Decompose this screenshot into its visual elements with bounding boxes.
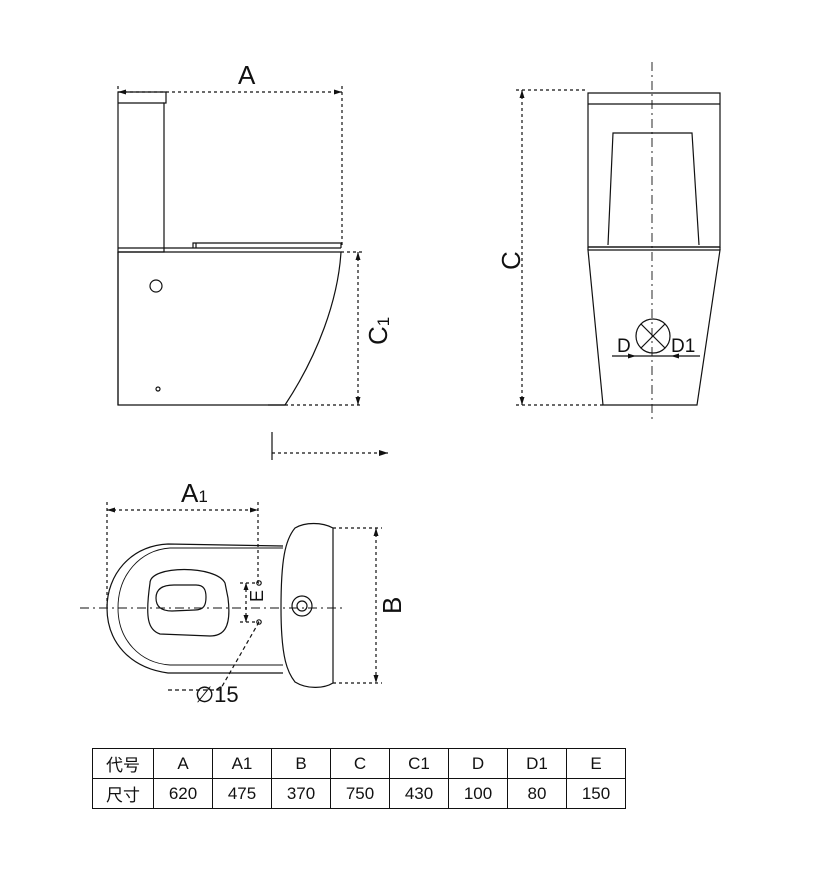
dimension-b: [333, 527, 382, 684]
spec-table-code: A1: [212, 748, 272, 779]
dimension-a: [117, 86, 343, 248]
dimension-c: [516, 89, 603, 406]
label-a1-base: A: [181, 478, 199, 508]
spec-table-code: D1: [507, 748, 567, 779]
spec-table-row-label-size: 尺寸: [92, 778, 154, 809]
spec-table-row-label-code: 代号: [92, 748, 154, 779]
top-view-outlet-slot: [155, 584, 207, 612]
dimension-c1: [285, 251, 362, 406]
dimension-a1: [106, 502, 259, 608]
label-a: A: [238, 60, 256, 90]
label-c1-base: C: [363, 326, 393, 345]
front-view-tank: [587, 92, 721, 248]
spec-table-size: 750: [330, 778, 390, 809]
svg-text:C1: C1: [363, 317, 393, 345]
spec-table-code: D: [448, 748, 508, 779]
side-view: [117, 91, 342, 406]
front-view-outlet: [635, 318, 671, 354]
spec-table-size: 620: [153, 778, 213, 809]
label-d: D: [617, 336, 631, 357]
label-d1: D1: [671, 336, 695, 357]
spec-table-size: 100: [448, 778, 508, 809]
spec-table-size: 475: [212, 778, 272, 809]
label-c: C: [496, 251, 526, 270]
spec-table-code-row: 代号 A A1 B C C1 D D1 E: [92, 748, 626, 779]
front-view: [587, 92, 721, 406]
top-view-bowl: [106, 543, 284, 674]
label-a1-sub: 1: [198, 487, 207, 506]
side-view-tank: [117, 91, 167, 253]
spec-table-code: C: [330, 748, 390, 779]
side-view-bowl: [117, 251, 342, 406]
label-c1-sub: 1: [374, 317, 393, 326]
spec-table-code: B: [271, 748, 331, 779]
label-phi15: ∅15: [195, 682, 239, 707]
reference-arrow: [271, 432, 388, 460]
spec-table-size: 430: [389, 778, 449, 809]
top-view: [106, 522, 334, 688]
label-b: B: [377, 597, 407, 614]
spec-table: 代号 A A1 B C C1 D D1 E 尺寸 620 475 370 750…: [92, 748, 626, 809]
top-view-flush-button: [291, 595, 313, 617]
label-e: E: [247, 590, 267, 602]
front-view-bowl: [587, 249, 721, 406]
spec-table-size-row: 尺寸 620 475 370 750 430 100 80 150: [92, 778, 626, 809]
label-c1: C1: [363, 317, 393, 345]
spec-table-code: E: [566, 748, 626, 779]
side-view-seat: [192, 242, 342, 248]
top-view-inner-bowl: [147, 569, 230, 637]
spec-table-size: 150: [566, 778, 626, 809]
spec-table-size: 80: [507, 778, 567, 809]
spec-table-size: 370: [271, 778, 331, 809]
spec-table-code: A: [153, 748, 213, 779]
top-view-tank: [280, 522, 334, 688]
side-view-hole: [149, 279, 163, 293]
label-a1: A1: [181, 478, 208, 508]
spec-table-code: C1: [389, 748, 449, 779]
phi15-leader: [168, 621, 260, 691]
